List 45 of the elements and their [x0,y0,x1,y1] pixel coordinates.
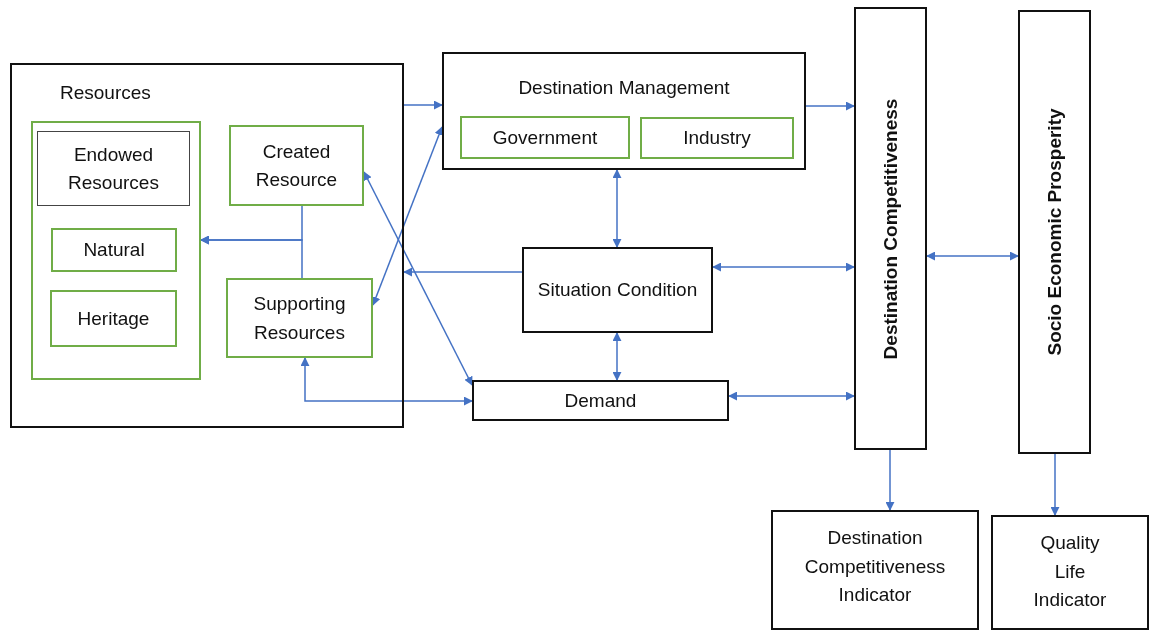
arrow [1050,453,1060,516]
vertical-box [854,7,927,450]
box-label: Industry [682,125,752,150]
process-box [50,290,177,347]
arrow [885,449,895,511]
box-label: Supporting Resources [252,291,347,344]
vertical-box [1018,10,1091,454]
arrow [200,235,303,279]
box-label: Destination Competitiveness [878,98,902,359]
arrow [300,357,473,406]
box-label: Government [491,125,599,150]
arrow [612,169,622,248]
arrow [612,332,622,381]
arrow [363,171,473,386]
process-box [522,247,713,333]
process-box [51,228,177,272]
group-box [31,121,201,380]
box-label: Socio Economic Prosperity [1042,108,1066,356]
arrow [403,100,443,110]
box-heading: Destination Management [517,76,731,100]
arrow [712,262,855,272]
process-box [37,131,190,206]
arrow [728,391,855,401]
process-box [10,63,404,428]
arrow [926,251,1019,261]
box-label: Destination Competitiveness Indicator [803,526,947,607]
arrow [805,101,855,111]
process-box [771,510,979,630]
box-label: Created Resource [254,139,339,192]
box-label: Endowed Resources [67,142,160,195]
process-box [442,52,806,170]
process-box [229,125,364,206]
box-label: Natural [82,237,146,262]
process-box [460,116,630,159]
arrow [371,126,444,306]
box-label: Quality Life Indicator [1032,531,1108,612]
box-label: Demand [563,388,638,413]
process-box [991,515,1149,630]
box-heading: Resources [60,81,151,105]
process-box [472,380,729,421]
box-label: Situation Condition [536,277,699,302]
process-box [226,278,373,358]
arrow [403,267,523,277]
process-box [640,117,794,159]
box-label: Heritage [76,306,151,331]
